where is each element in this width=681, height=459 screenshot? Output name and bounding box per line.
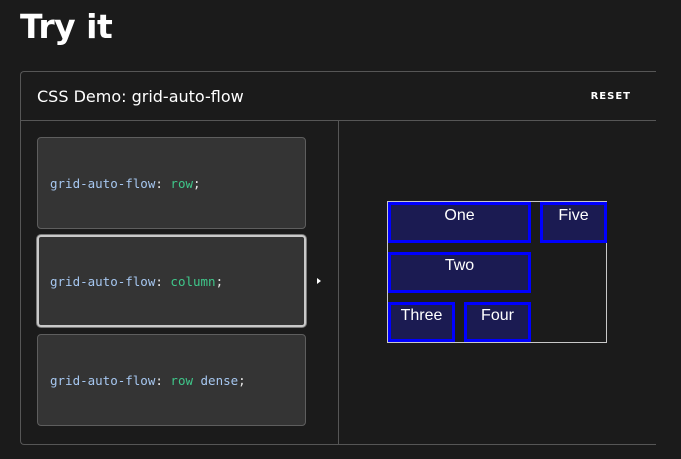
choice-semicolon: ; [193,175,201,191]
choice-colon: : [155,175,171,191]
choice-value: row [170,175,193,191]
choice-value: row [170,372,193,388]
output-panel: One Two Three Four Five [339,121,656,445]
choice-property: grid-auto-flow [50,175,156,191]
demo-title: CSS Demo: grid-auto-flow [37,87,244,106]
page-title: Try it [20,7,113,46]
demo-header: CSS Demo: grid-auto-flow RESET [21,72,656,121]
choice-row-dense[interactable]: grid-auto-flow: row dense; [37,334,306,426]
grid-item-one: One [388,202,531,243]
choice-value: column [170,273,216,289]
reset-button[interactable]: RESET [590,91,631,102]
choice-property: grid-auto-flow [50,273,156,289]
interactive-example: CSS Demo: grid-auto-flow RESET grid-auto… [20,71,656,445]
choice-column[interactable]: grid-auto-flow: column; [37,235,306,327]
choice-property: grid-auto-flow [50,372,156,388]
choice-colon: : [155,372,171,388]
selected-arrow-icon [317,278,321,284]
choice-row[interactable]: grid-auto-flow: row; [37,137,306,229]
choice-semicolon: ; [215,273,224,289]
choices-panel: grid-auto-flow: row; grid-auto-flow: col… [21,121,339,445]
choice-semicolon: ; [238,372,246,388]
grid-item-four: Four [464,302,531,342]
grid-item-three: Three [388,302,455,342]
choice-colon: : [155,273,171,289]
grid-item-two: Two [388,252,531,293]
grid-container: One Two Three Four Five [387,201,607,343]
grid-item-five: Five [540,202,607,243]
choice-value-extra: dense [193,372,239,388]
